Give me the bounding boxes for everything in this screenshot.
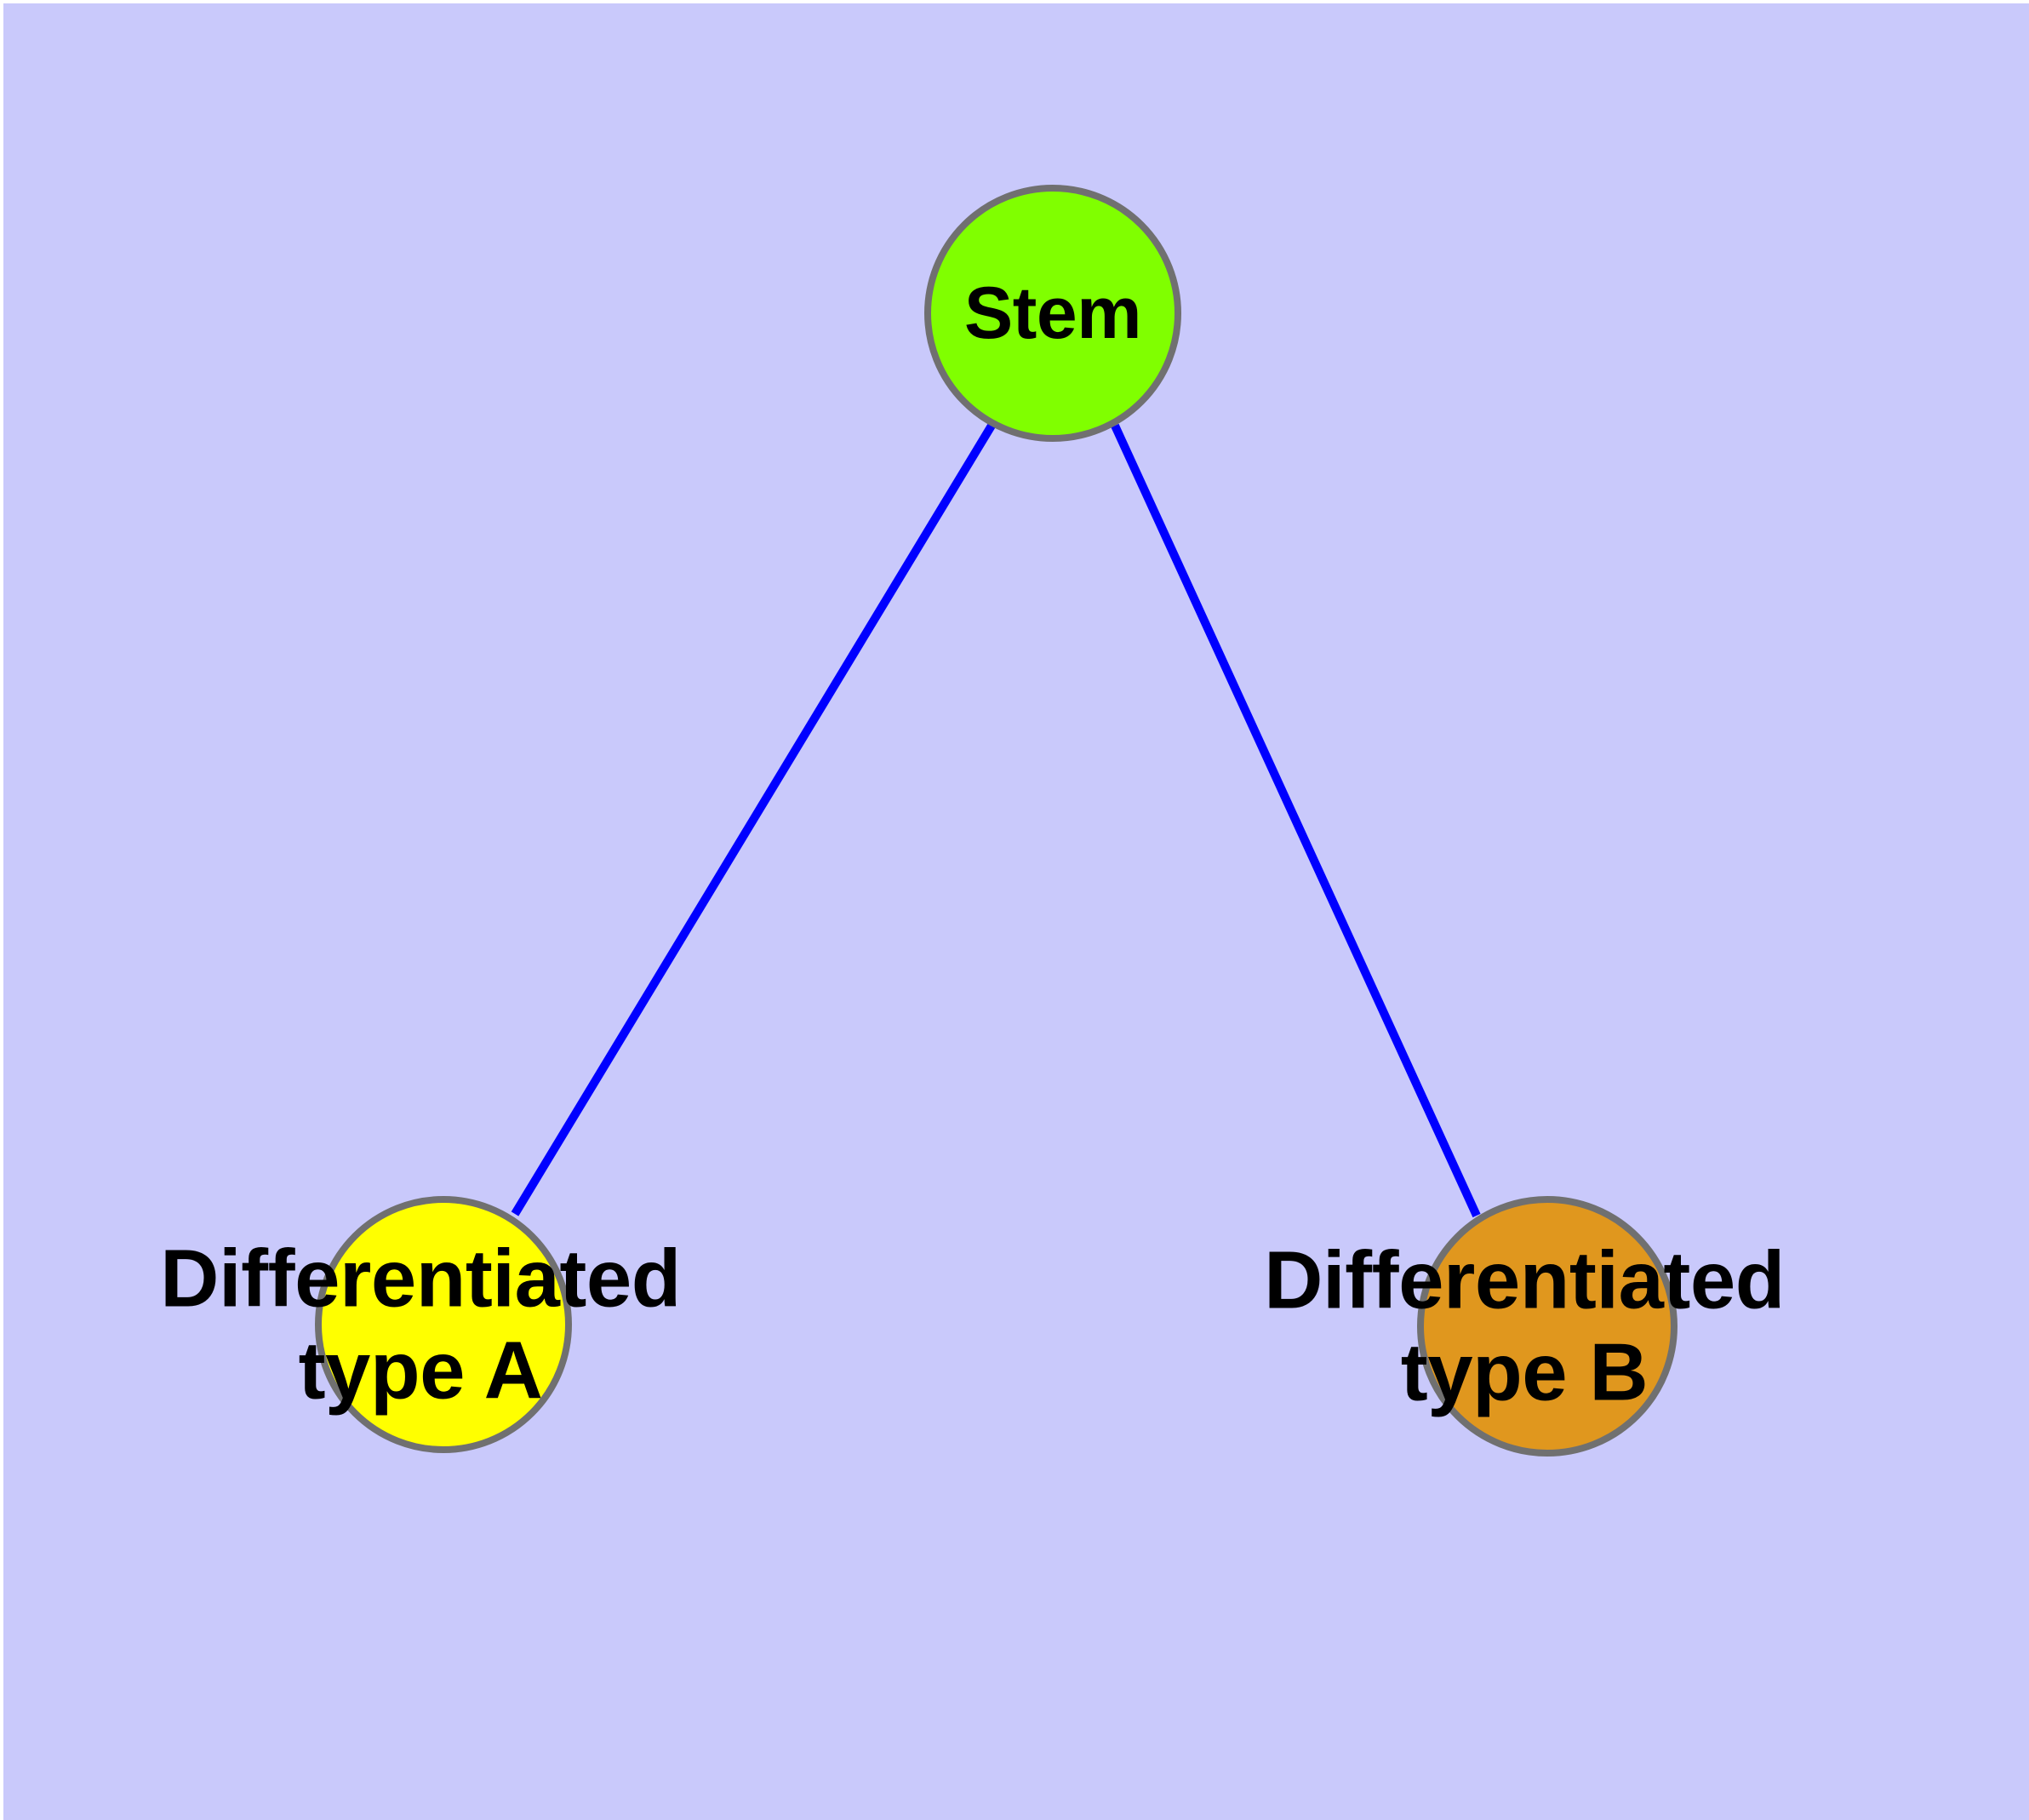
- node-differentiated-type-b[interactable]: [1417, 1196, 1677, 1457]
- edge-layer: [511, 423, 1481, 1218]
- node-layer: [315, 185, 1677, 1457]
- node-differentiated-type-a[interactable]: [315, 1196, 572, 1453]
- edge-stem-to-differentiated-type-b[interactable]: [1111, 423, 1481, 1218]
- edge-stem-to-differentiated-type-a[interactable]: [511, 423, 996, 1216]
- node-stem[interactable]: [924, 185, 1181, 442]
